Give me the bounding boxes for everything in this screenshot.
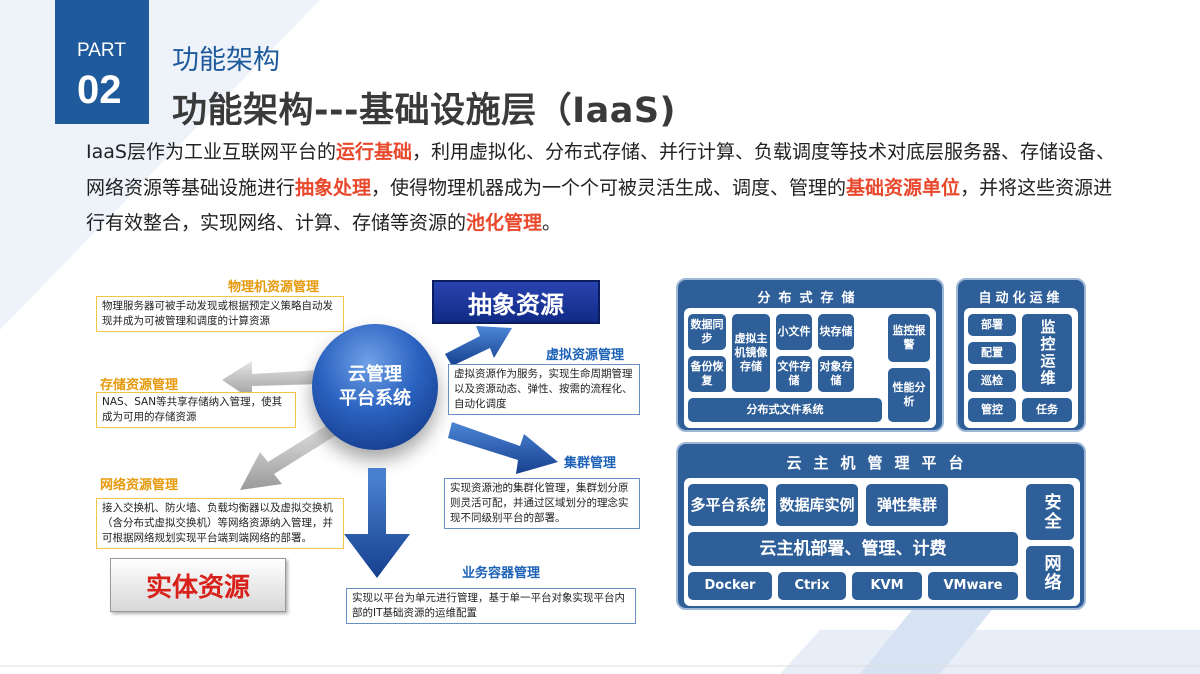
intro-text: ，使得物理机器成为一个个可被灵活生成、调度、管理的 <box>371 176 847 199</box>
intro-text: 。 <box>542 212 562 234</box>
cell-distributed-fs: 分布式文件系统 <box>688 398 882 422</box>
cell-object-storage: 对象存储 <box>818 356 854 392</box>
network-resource-title: 网络资源管理 <box>100 478 179 493</box>
storage-panel-body: 数据同步 备份恢复 虚拟主机镜像存储 小文件 文件存储 块存储 对象存储 监控报… <box>684 308 936 428</box>
sphere-line1: 云管理 <box>348 364 402 385</box>
storage-resource-desc: NAS、SAN等共享存储纳入管理，使其成为可用的存储资源 <box>96 392 296 428</box>
cell-vm-image-storage: 虚拟主机镜像存储 <box>732 314 770 392</box>
ops-panel-body: 部署 配置 巡检 管控 监控运维 任务 <box>964 308 1078 428</box>
virtual-resource-title: 虚拟资源管理 <box>546 348 625 363</box>
page-title: 功能架构---基础设施层（IaaS) <box>172 91 677 131</box>
container-desc: 实现以平台为单元进行管理，基于单一平台对象实现平台内部的IT基础资源的运维配置 <box>346 588 636 624</box>
cell-host-deploy: 云主机部署、管理、计费 <box>688 532 1018 566</box>
storage-panel-title: 分布式存储 <box>757 291 863 306</box>
cloud-management-diagram: 物理机资源管理 物理服务器可被手动发现或根据预定义策略自动发现并成为可被管理和调… <box>80 262 655 632</box>
cell-small-file: 小文件 <box>776 314 812 350</box>
entity-resource-label: 实体资源 <box>110 558 286 612</box>
ops-panel-title: 自动化运维 <box>978 291 1064 306</box>
cell-multi-platform: 多平台系统 <box>688 484 768 526</box>
intro-highlight: 基础资源单位 <box>846 176 961 199</box>
part-number: 02 <box>77 68 122 112</box>
arrow-virtual <box>445 326 512 366</box>
sphere-line2: 平台系统 <box>339 388 411 409</box>
cell-performance-analysis: 性能分析 <box>888 368 930 422</box>
cell-monitor-alert: 监控报警 <box>888 314 930 362</box>
cell-task: 任务 <box>1022 398 1072 422</box>
arrow-container <box>344 468 410 578</box>
arrows <box>222 326 558 578</box>
cell-ctrix: Ctrix <box>778 572 846 600</box>
physical-resource-desc: 物理服务器可被手动发现或根据预定义策略自动发现并成为可被管理和调度的计算资源 <box>96 296 344 332</box>
cluster-title: 集群管理 <box>564 456 617 471</box>
intro-highlight: 抽象处理 <box>295 176 372 199</box>
intro-highlight: 池化管理 <box>466 212 543 234</box>
cell-deploy: 部署 <box>968 314 1016 336</box>
part-badge: PART 02 <box>55 0 149 124</box>
intro-text: IaaS层作为工业互联网平台的 <box>86 141 336 163</box>
storage-resource-title: 存储资源管理 <box>100 378 179 393</box>
cell-inspect: 巡检 <box>968 370 1016 392</box>
cloud-platform-sphere: 云管理 平台系统 <box>312 324 438 450</box>
container-title: 业务容器管理 <box>462 566 541 581</box>
cell-database-instance: 数据库实例 <box>776 484 858 526</box>
abstract-resource-label: 抽象资源 <box>432 280 600 324</box>
cell-block-storage: 块存储 <box>818 314 854 350</box>
cell-vmware: VMware <box>928 572 1018 600</box>
arrow-storage <box>222 361 320 400</box>
automation-ops-panel: 自动化运维 部署 配置 巡检 管控 监控运维 任务 <box>956 278 1086 432</box>
cluster-desc: 实现资源池的集群化管理，集群划分原则灵活可配，并通过区域划分的理念实现不同级别平… <box>444 478 640 529</box>
cloud-host-panel: 云主机管理平台 多平台系统 数据库实例 弹性集群 云主机部署、管理、计费 Doc… <box>676 442 1086 610</box>
intro-highlight: 运行基础 <box>335 141 412 163</box>
cell-data-sync: 数据同步 <box>688 314 726 350</box>
cell-kvm: KVM <box>852 572 922 600</box>
section-subtitle: 功能架构 <box>172 45 280 76</box>
cell-control: 管控 <box>968 398 1016 422</box>
network-resource-desc: 接入交换机、防火墙、负载均衡器以及虚拟交换机（含分布式虚拟交换机）等网络资源纳入… <box>96 498 344 549</box>
cell-network: 网络 <box>1026 546 1074 600</box>
cell-elastic-cluster: 弹性集群 <box>866 484 948 526</box>
cell-file-storage: 文件存储 <box>776 356 812 392</box>
virtual-resource-desc: 虚拟资源作为服务，实现生命周期管理以及资源动态、弹性、按需的流程化、自动化调度 <box>448 364 640 415</box>
part-label: PART <box>77 40 126 61</box>
intro-text: ，利用虚拟化、分布式存储、并行计算、负载调度等技术对底层服务器、存储设备、网络资… <box>86 141 1115 199</box>
arrow-cluster <box>448 422 558 474</box>
cell-config: 配置 <box>968 342 1016 364</box>
host-panel-title: 云主机管理平台 <box>786 454 976 472</box>
intro-paragraph: IaaS层作为工业互联网平台的运行基础，利用虚拟化、分布式存储、并行计算、负载调… <box>86 135 1116 242</box>
host-panel-body: 多平台系统 数据库实例 弹性集群 云主机部署、管理、计费 Docker Ctri… <box>684 478 1080 606</box>
physical-resource-title: 物理机资源管理 <box>228 280 320 295</box>
distributed-storage-panel: 分布式存储 数据同步 备份恢复 虚拟主机镜像存储 小文件 文件存储 块存储 对象… <box>676 278 944 432</box>
intro-text: ，并将这些资源进行有效整合，实现网络、计算、存储等资源的 <box>86 176 1113 235</box>
cell-security: 安全 <box>1026 484 1074 540</box>
cell-monitor-ops: 监控运维 <box>1022 314 1072 392</box>
cell-backup-restore: 备份恢复 <box>688 356 726 392</box>
cell-docker: Docker <box>688 572 772 600</box>
arrow-network <box>240 422 338 490</box>
iaas-architecture-diagram: 分布式存储 数据同步 备份恢复 虚拟主机镜像存储 小文件 文件存储 块存储 对象… <box>672 274 1092 614</box>
